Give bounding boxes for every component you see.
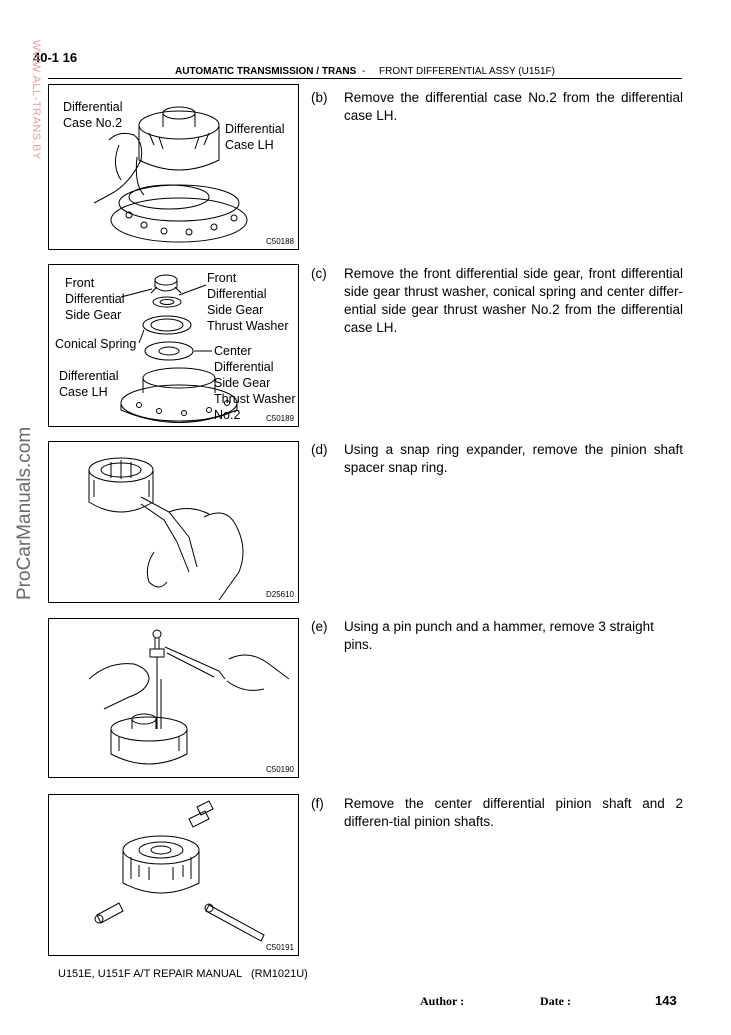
header-separator: - [362,66,366,77]
step-letter: (e) [311,619,328,634]
figure-d25610: D25610 [48,441,299,603]
figure-c50189: Front Differential Side Gear Front Diffe… [48,264,299,427]
page-number: 40-1 16 [33,50,78,65]
pin-punch-hammer-illustration [88,629,290,765]
date-label: Date : [540,994,571,1008]
figure-c50190: C50190 [48,618,299,778]
step-letter: (d) [311,442,328,457]
watermark-top: WWW.ALL-TRANS.BY [30,40,42,160]
figure-code: C50191 [265,943,294,952]
step-text: Using a snap ring expander, remove the p… [344,442,683,475]
watermark-side: ProCarManuals.com [14,426,35,600]
step-text: Remove the differential case No.2 from t… [344,90,683,123]
figure-c50188: Differential Case No.2 Differential Case… [48,84,299,250]
footer-page-number: 143 [655,993,677,1008]
step-text: Remove the front differential side gear,… [344,266,683,335]
label-conical-spring: Conical Spring [55,337,137,351]
step-text: Using a pin punch and a hammer, remove 3… [344,619,654,652]
step-letter: (b) [311,90,328,105]
step-text: Remove the center differential pinion sh… [344,796,683,829]
snap-ring-expander-illustration [88,457,244,601]
label-differential-case-lh: Differential Case LH [225,122,285,152]
step-letter: (f) [311,796,324,811]
label-center-differential-side-gear-thrust-washer-no2: Center Differential Side Gear Thrust Was… [214,344,296,422]
header-rule [48,78,682,79]
label-front-differential-side-gear: Front Differential Side Gear [65,276,125,322]
label-differential-case-no2: Differential Case No.2 [63,100,123,130]
manual-reference: U151E, U151F A/T REPAIR MANUAL (RM1021U) [58,968,308,980]
author-label: Author : [420,994,465,1008]
step-letter: (c) [311,266,327,281]
figure-code: D25610 [265,590,294,599]
pinion-shafts-illustration [94,800,265,942]
figure-c50191: C50191 [48,794,299,956]
figure-code: C50190 [265,765,294,774]
figure-code: C50189 [265,414,294,423]
figure-code: C50188 [265,237,294,246]
label-differential-case-lh: Differential Case LH [59,369,119,399]
section-title: AUTOMATIC TRANSMISSION / TRANS [175,66,357,77]
differential-case-illustration [93,106,248,243]
label-front-differential-side-gear-thrust-washer: Front Differential Side Gear Thrust Wash… [207,271,289,333]
exploded-gears-illustration [120,274,238,423]
subsection-title: FRONT DIFFERENTIAL ASSY (U151F) [379,66,555,77]
